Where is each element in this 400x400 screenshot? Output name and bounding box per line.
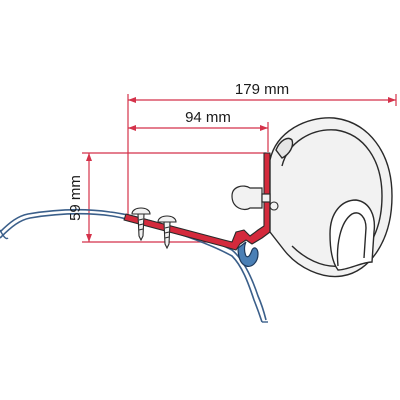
arrow-59-top: [86, 153, 92, 161]
arrow-179-right: [388, 97, 396, 103]
dim-179-label: 179 mm: [235, 81, 289, 98]
housing-inner-curve: [281, 129, 383, 267]
arrow-94-right: [260, 125, 268, 131]
mounting-knob: [231, 185, 271, 211]
dim-94-label: 94 mm: [185, 109, 231, 126]
housing-roller-cavity: [329, 199, 376, 271]
vehicle-roof-outline: [0, 209, 267, 321]
arrow-59-bottom: [86, 234, 92, 242]
housing-top-cap: [275, 137, 294, 159]
vehicle-roof-edge: [0, 229, 9, 240]
dim-59-label: 59 mm: [67, 175, 84, 221]
awning-housing: [269, 117, 393, 278]
adapter-bracket: [123, 152, 271, 251]
rail-clip: [237, 241, 259, 267]
dimension-lines: [82, 94, 397, 243]
housing-fastener: [269, 201, 279, 211]
dimension-arrows: [86, 97, 396, 242]
screw-left: [131, 207, 151, 242]
arrow-94-left: [128, 125, 136, 131]
vehicle-roof-inner: [0, 213, 263, 323]
arrow-179-left: [128, 97, 136, 103]
screw-right: [157, 215, 177, 250]
housing-roller-detail: [336, 212, 367, 267]
